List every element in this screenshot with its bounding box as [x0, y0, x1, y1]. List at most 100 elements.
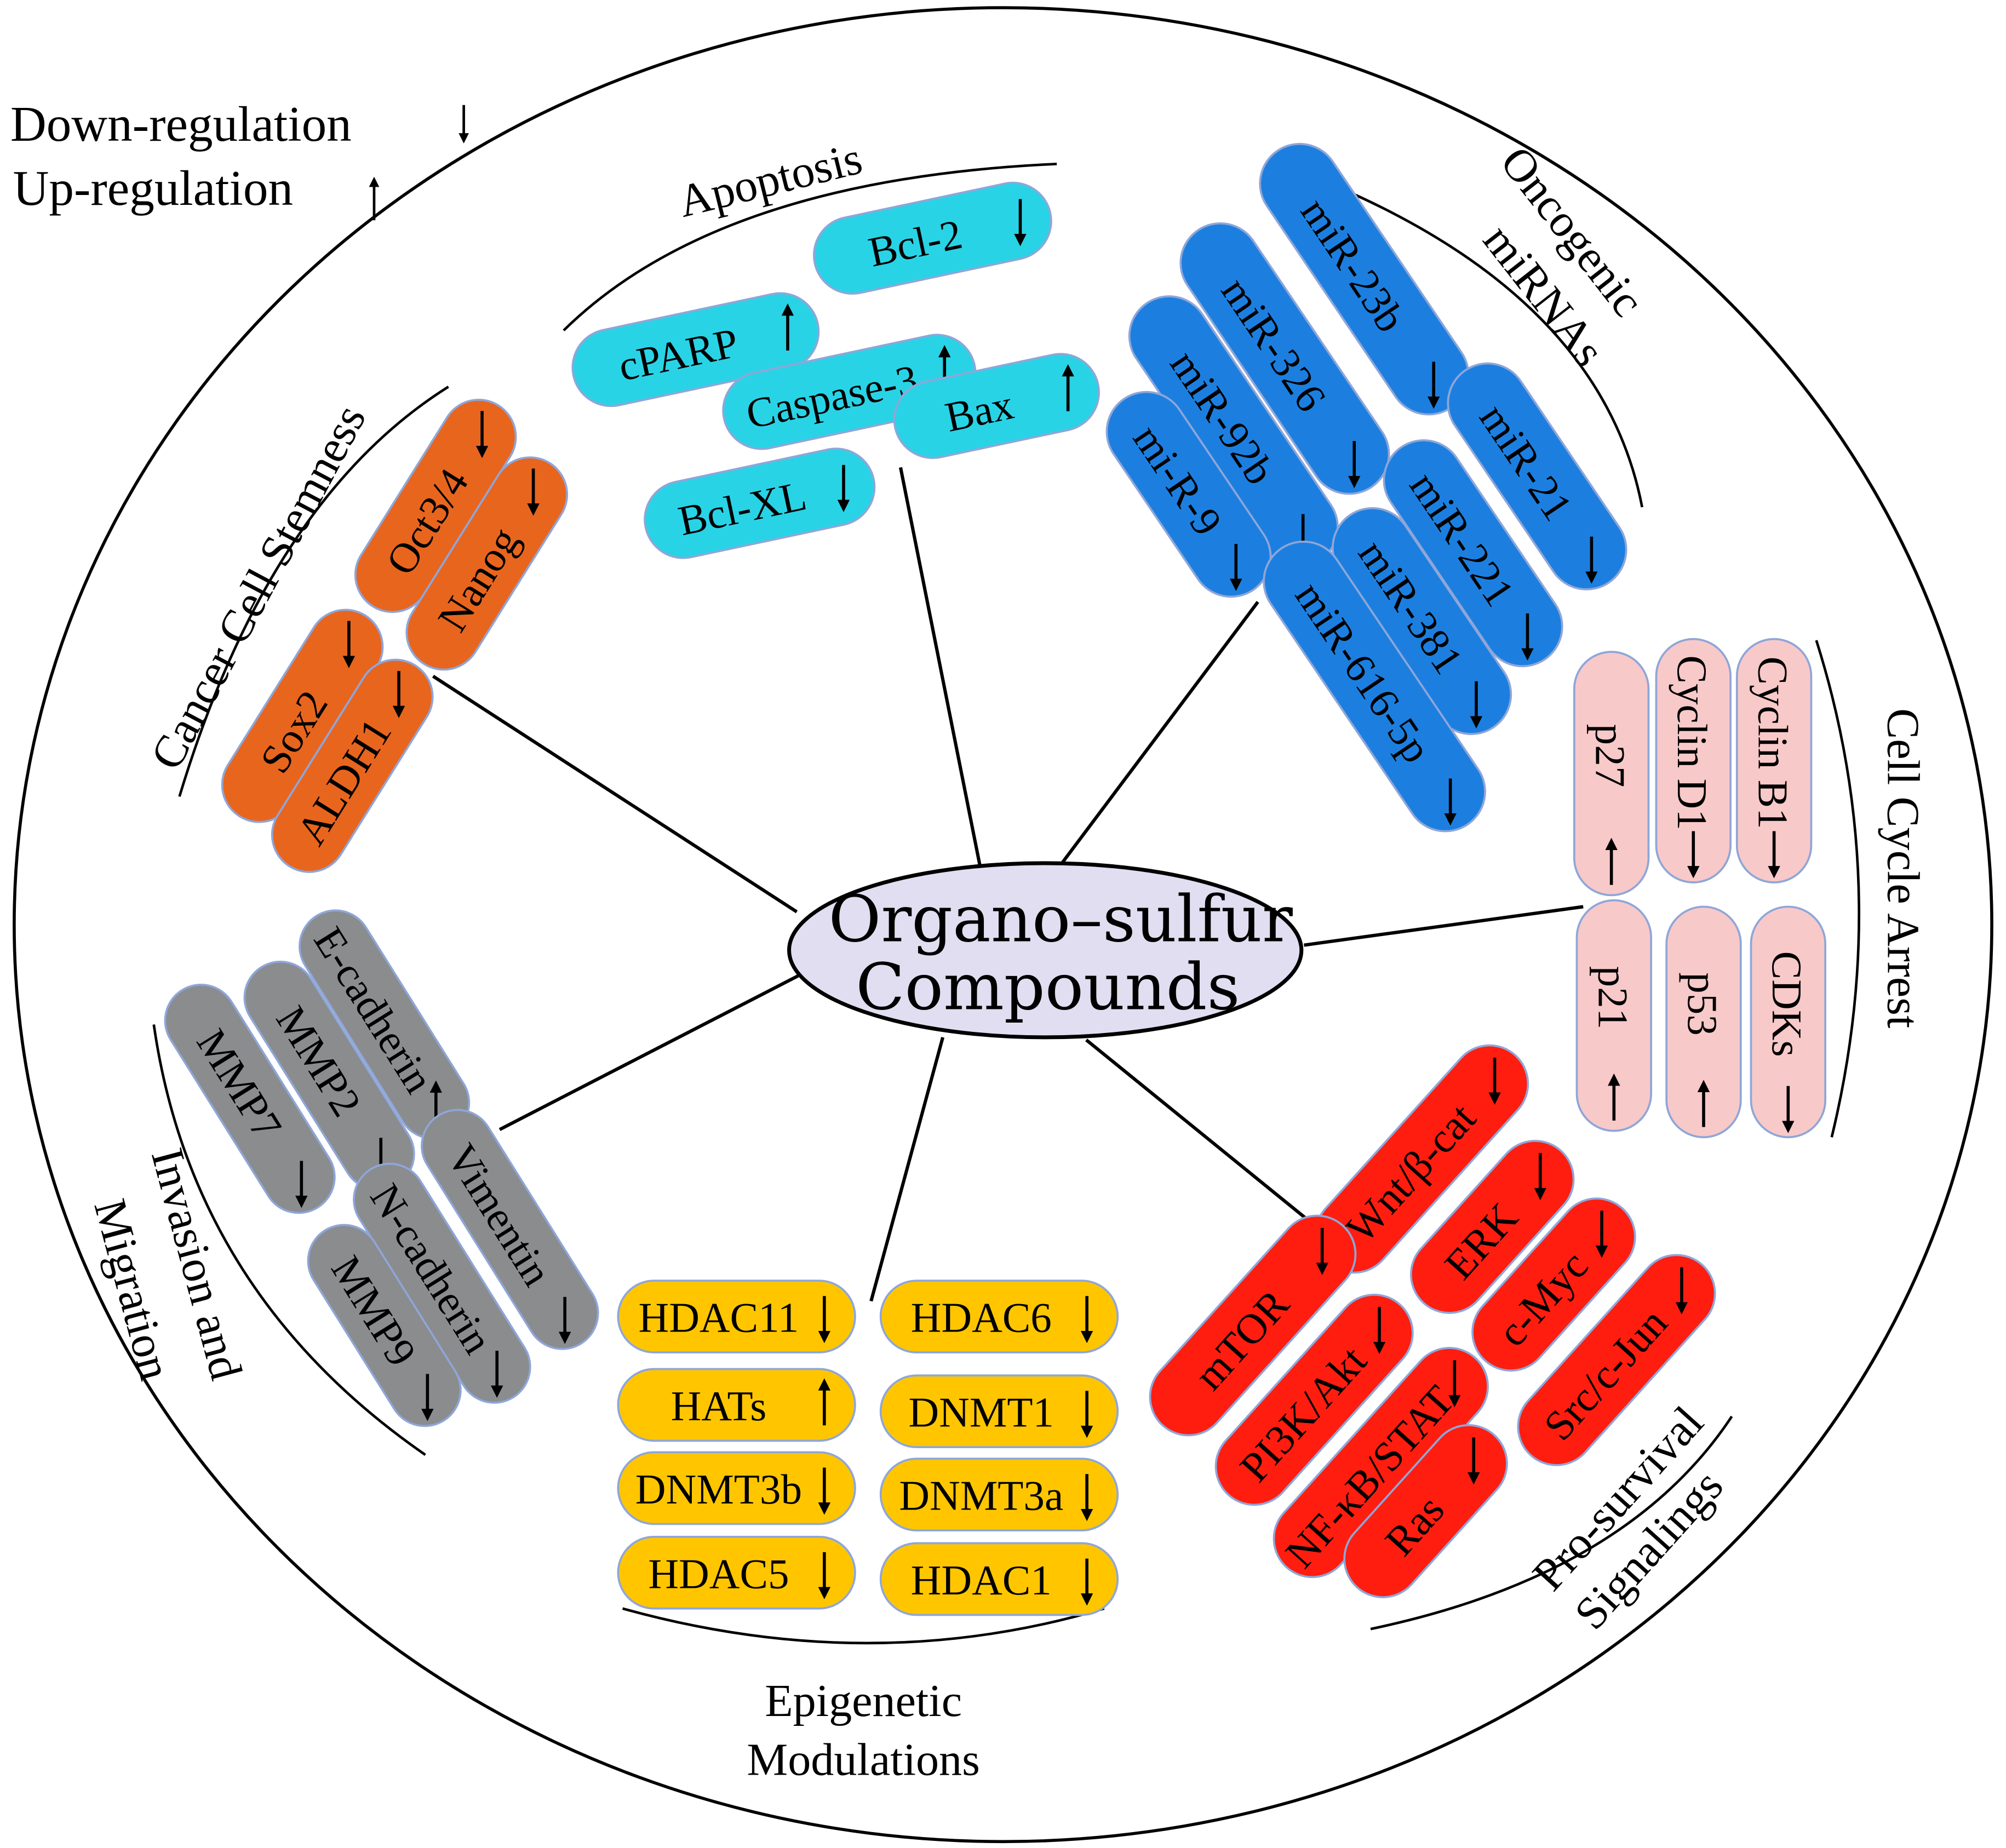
cellcycle-pill: CDKs [1750, 905, 1826, 1139]
survival-pill-shape [1343, 1424, 1508, 1598]
epigenetic-pill-shape [617, 1451, 856, 1525]
invasion-pill-shape [307, 1224, 462, 1427]
spoke-epigenetic [869, 1037, 945, 1302]
cellcycle-arc [1815, 640, 1861, 1138]
survival-arc [1370, 1415, 1733, 1631]
epigenetic-pill-shape [879, 1374, 1119, 1449]
epigenetic-pill-shape [617, 1368, 856, 1442]
stemness-pill-shape [405, 456, 569, 671]
apoptosis-arc [563, 162, 1057, 331]
pill-layer: cPARPBcl-2Caspase-3Bcl-XLBaxmiR-23bmiR-3… [164, 142, 1826, 1616]
spokes [432, 467, 1584, 1302]
cellcycle-pill-shape [1575, 899, 1652, 1132]
center-line-2: Compounds [856, 949, 1240, 1024]
epigenetic-pill-label: HDAC11 [638, 1294, 799, 1341]
epigenetic-pill: HDAC5 [617, 1535, 856, 1610]
cellcycle-pill-shape [1655, 638, 1732, 883]
survival-pill: Ras [1343, 1424, 1508, 1598]
epigenetic-pill-shape [617, 1279, 856, 1353]
cellcycle-pill: p53 [1665, 905, 1742, 1139]
epigenetic-pill: DNMT3a [879, 1457, 1119, 1532]
epigenetic-pill-shape [879, 1457, 1119, 1532]
apoptosis-pill: Bax [893, 353, 1100, 460]
epigenetic-title-1: Epigenetic [765, 1675, 962, 1726]
survival-pill-shape [1149, 1214, 1357, 1437]
cellcycle-pill-shape [1573, 651, 1650, 897]
cellcycle-pill-shape [1750, 905, 1826, 1139]
spoke-apoptosis [898, 467, 982, 866]
stemness-pill: Sox2 [221, 609, 384, 823]
survival-pill-shape [1517, 1254, 1716, 1466]
stemness-arc [178, 386, 449, 797]
apoptosis-pill-shape [722, 334, 977, 450]
cellcycle-pill: p27 [1573, 651, 1650, 897]
apoptosis-pill-shape [893, 353, 1100, 460]
mirna-pill-shape [1447, 362, 1627, 590]
apoptosis-pill-shape [571, 292, 820, 408]
epigenetic-pill: HDAC6 [879, 1279, 1119, 1353]
epigenetic-pill-label: HDAC1 [911, 1557, 1052, 1604]
apoptosis-title: Apoptosis [673, 133, 867, 227]
spoke-survival [1085, 1038, 1333, 1241]
cellcycle-pill-label: Cyclin B1 [1750, 657, 1797, 829]
stemness-pill: Nanog [405, 456, 569, 671]
epigenetic-pill: DNMT3b [617, 1451, 856, 1525]
spoke-invasion [498, 974, 799, 1131]
cellcycle-pill-label: p21 [1589, 966, 1636, 1030]
survival-pill-shape [1471, 1197, 1636, 1372]
epigenetic-pill: HDAC1 [879, 1542, 1119, 1616]
mirna-pill-shape [1263, 541, 1486, 833]
center-node: Organo–sulfur Compounds [787, 861, 1304, 1040]
epigenetic-pill-shape [879, 1279, 1119, 1353]
apoptosis-pill: cPARP [571, 292, 820, 408]
spoke-mirna [1053, 601, 1259, 875]
spoke-stemness [432, 675, 798, 914]
epigenetic-pill: DNMT1 [879, 1374, 1119, 1449]
epigenetic-pill-label: DNMT3a [899, 1472, 1063, 1519]
epigenetic-pill-shape [879, 1542, 1119, 1616]
epigenetic-pill: HDAC11 [617, 1279, 856, 1353]
legend: Down-regulation Up-regulation [10, 96, 469, 221]
apoptosis-pill-shape [644, 447, 876, 559]
stemness-pill-shape [271, 658, 434, 873]
cellcycle-pill-label: p53 [1679, 972, 1726, 1036]
epigenetic-arc [622, 1607, 1105, 1645]
survival-pill-shape [1214, 1293, 1414, 1506]
apoptosis-pill-shape [813, 181, 1052, 295]
center-line-1: Organo–sulfur [829, 882, 1293, 957]
cellcycle-title: Cell Cycle Arrest [1878, 708, 1929, 1028]
epigenetic-pill-label: HDAC5 [648, 1550, 789, 1597]
spoke-cellcycle [1304, 905, 1584, 947]
mirna-pill-shape [1105, 391, 1272, 598]
outer-circle [13, 6, 1993, 1844]
mirna-arc [1319, 178, 1644, 508]
cellcycle-pill: Cyclin D1 [1655, 638, 1732, 883]
apoptosis-pill: Bcl-2 [813, 181, 1052, 295]
legend-up-label: Up-regulation [13, 160, 293, 216]
survival-pill-shape [1409, 1140, 1575, 1314]
invasion-pill-shape [421, 1109, 599, 1350]
cellcycle-group: p27 Cyclin D1 Cyclin B1 p21 p53 CDKs [1573, 638, 1826, 1139]
legend-down-label: Down-regulation [10, 96, 352, 152]
epigenetic-pill-label: HATs [671, 1382, 767, 1430]
cellcycle-pill-label: p27 [1587, 724, 1634, 788]
epigenetic-pill-shape [617, 1535, 856, 1610]
cellcycle-pill-shape [1735, 638, 1813, 883]
apoptosis-pill: Bcl-XL [644, 447, 876, 559]
center-ellipse [787, 861, 1304, 1040]
epigenetic-title-2: Modulations [747, 1735, 979, 1786]
mirna-pill-shape [1179, 222, 1390, 495]
cellcycle-pill-label: Cyclin D1 [1669, 655, 1716, 830]
cellcycle-pill: Cyclin B1 [1735, 638, 1813, 883]
invasion-pill-shape [164, 984, 336, 1214]
epigenetic-pill-label: DNMT3b [635, 1466, 802, 1513]
cellcycle-pill: p21 [1575, 899, 1652, 1132]
invasion-arc [152, 1024, 426, 1456]
epigenetic-pill: HATs [617, 1368, 856, 1442]
